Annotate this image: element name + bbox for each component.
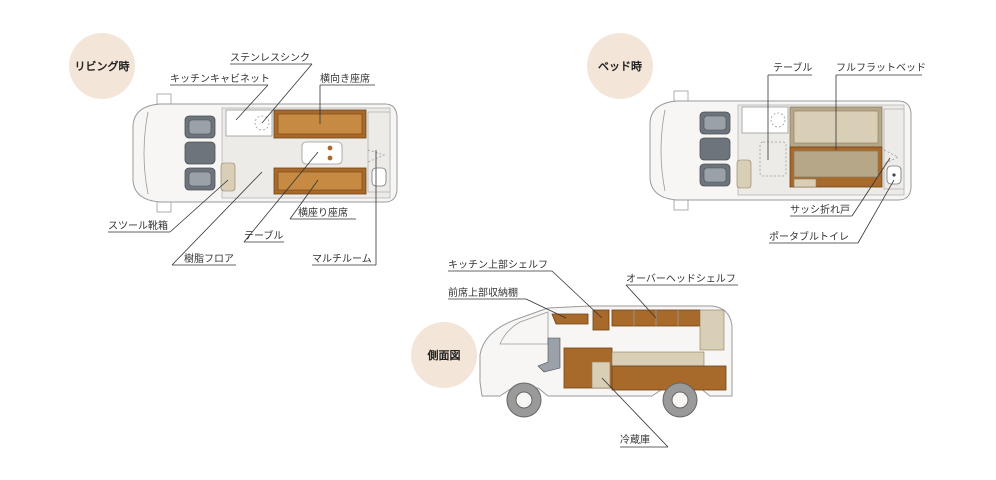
living-side-seat-2-cushion	[277, 171, 363, 191]
leader-side-seat-2	[289, 179, 319, 220]
badge-bed-text: ベッド時	[598, 59, 642, 73]
badge-living: リビング時	[69, 33, 135, 99]
living-front-seat-middle	[184, 141, 216, 165]
label-side-seat-2: 横座り座席	[298, 206, 348, 219]
living-table-knob-1	[327, 145, 333, 151]
van-bed-windshield	[660, 109, 666, 192]
label-side-seat: 横向き座席	[320, 72, 370, 85]
living-labels: ステンレスシンク キッチンキャビネット 横向き座席 スツール靴箱 テーブル 樹脂…	[108, 52, 377, 266]
bed-sash-door	[883, 149, 899, 165]
side-rear-wheel-hub	[671, 391, 689, 409]
label-kitchen-cabinet: キッチンキャビネット	[170, 73, 270, 85]
label-overhead-shelf: オーバーヘッドシェルフ	[626, 273, 736, 285]
label-table: テーブル	[244, 229, 283, 242]
side-labels: キッチン上部シェルフ 前席上部収納棚 オーバーヘッドシェルフ 冷蔵庫	[448, 258, 738, 448]
living-front-seat-bottom-cushion	[188, 171, 212, 187]
leader-portable-toilet	[857, 179, 895, 244]
side-rear-panel	[699, 309, 725, 351]
living-stool-shoe-box	[220, 162, 236, 192]
label-front-storage: 前席上部収納棚	[448, 286, 518, 299]
leader-overhead-shelf	[625, 284, 657, 319]
bed-kitchen-cabinet	[741, 106, 789, 134]
living-kitchen-cabinet	[225, 109, 273, 137]
van-living-windshield	[143, 111, 149, 195]
leader-kitchen-shelf	[551, 270, 603, 319]
bed-table	[759, 141, 787, 177]
living-toilet	[371, 167, 387, 187]
label-resin-floor: 樹脂フロア	[184, 252, 234, 265]
label-kitchen-shelf: キッチン上部シェルフ	[448, 258, 548, 271]
bed-sink	[770, 112, 786, 128]
label-stool-shoe-box: スツール靴箱	[108, 219, 168, 232]
bed-labels: テーブル フルフラットベッド サッシ折れ戸 ポータブルトイレ	[767, 61, 926, 244]
label-bed-table: テーブル	[773, 61, 812, 74]
badge-bed-circle	[587, 33, 653, 99]
leader-kitchen-cabinet	[235, 84, 269, 121]
side-kitchen-shelf	[592, 309, 610, 331]
badge-living-circle	[69, 33, 135, 99]
living-table	[301, 141, 343, 165]
living-table-knob-2	[327, 155, 333, 161]
label-sash-door: サッシ折れ戸	[790, 203, 850, 216]
leader-stainless-sink	[261, 63, 313, 124]
bed-portable-toilet-dot	[892, 173, 896, 177]
label-multi-room: マルチルーム	[312, 253, 372, 265]
bed-full-flat-bed-step	[793, 178, 817, 188]
leader-stool-shoe-box	[169, 179, 229, 233]
label-stainless-sink: ステンレスシンク	[230, 52, 310, 64]
leader-fridge	[601, 377, 669, 448]
living-sink	[254, 115, 270, 131]
leader-resin-floor	[171, 171, 263, 266]
side-front-storage	[551, 313, 589, 325]
bed-front-seat-top-cushion	[703, 115, 727, 131]
living-front-seat-top-cushion	[188, 119, 212, 135]
badge-living-text: リビング時	[75, 59, 130, 73]
leader-sash-door	[851, 157, 891, 217]
badge-side-text: 側面図	[427, 348, 461, 362]
bed-full-flat-bed-mattress	[793, 150, 879, 178]
bed-front-seat-bottom-cushion	[703, 167, 727, 183]
badge-side: 側面図	[411, 322, 477, 388]
leader-table	[243, 151, 319, 243]
van-side	[479, 305, 733, 418]
badge-side-circle	[411, 322, 477, 388]
leader-front-storage	[525, 298, 567, 319]
van-living-top	[132, 93, 398, 213]
label-fridge: 冷蔵庫	[620, 433, 650, 446]
label-full-flat-bed: フルフラットベッド	[836, 62, 926, 74]
van-bed-mirror-bottom	[673, 199, 689, 211]
van-living-mirror-bottom	[156, 201, 172, 213]
van-bed-mirror-top	[673, 90, 689, 102]
side-driver-seat	[537, 337, 561, 373]
badge-bed: ベッド時	[587, 33, 653, 99]
van-bed-top	[649, 90, 912, 211]
label-portable-toilet: ポータブルトイレ	[769, 230, 849, 243]
side-front-wheel-hub	[515, 391, 533, 409]
van-living-mirror-top	[156, 93, 172, 105]
living-multi-room-door	[367, 149, 386, 163]
side-bed-mattress	[611, 351, 705, 367]
bed-stool-shoe-box	[736, 159, 752, 189]
bed-front-seat-middle	[699, 137, 731, 161]
van-side-windshield	[499, 311, 549, 345]
